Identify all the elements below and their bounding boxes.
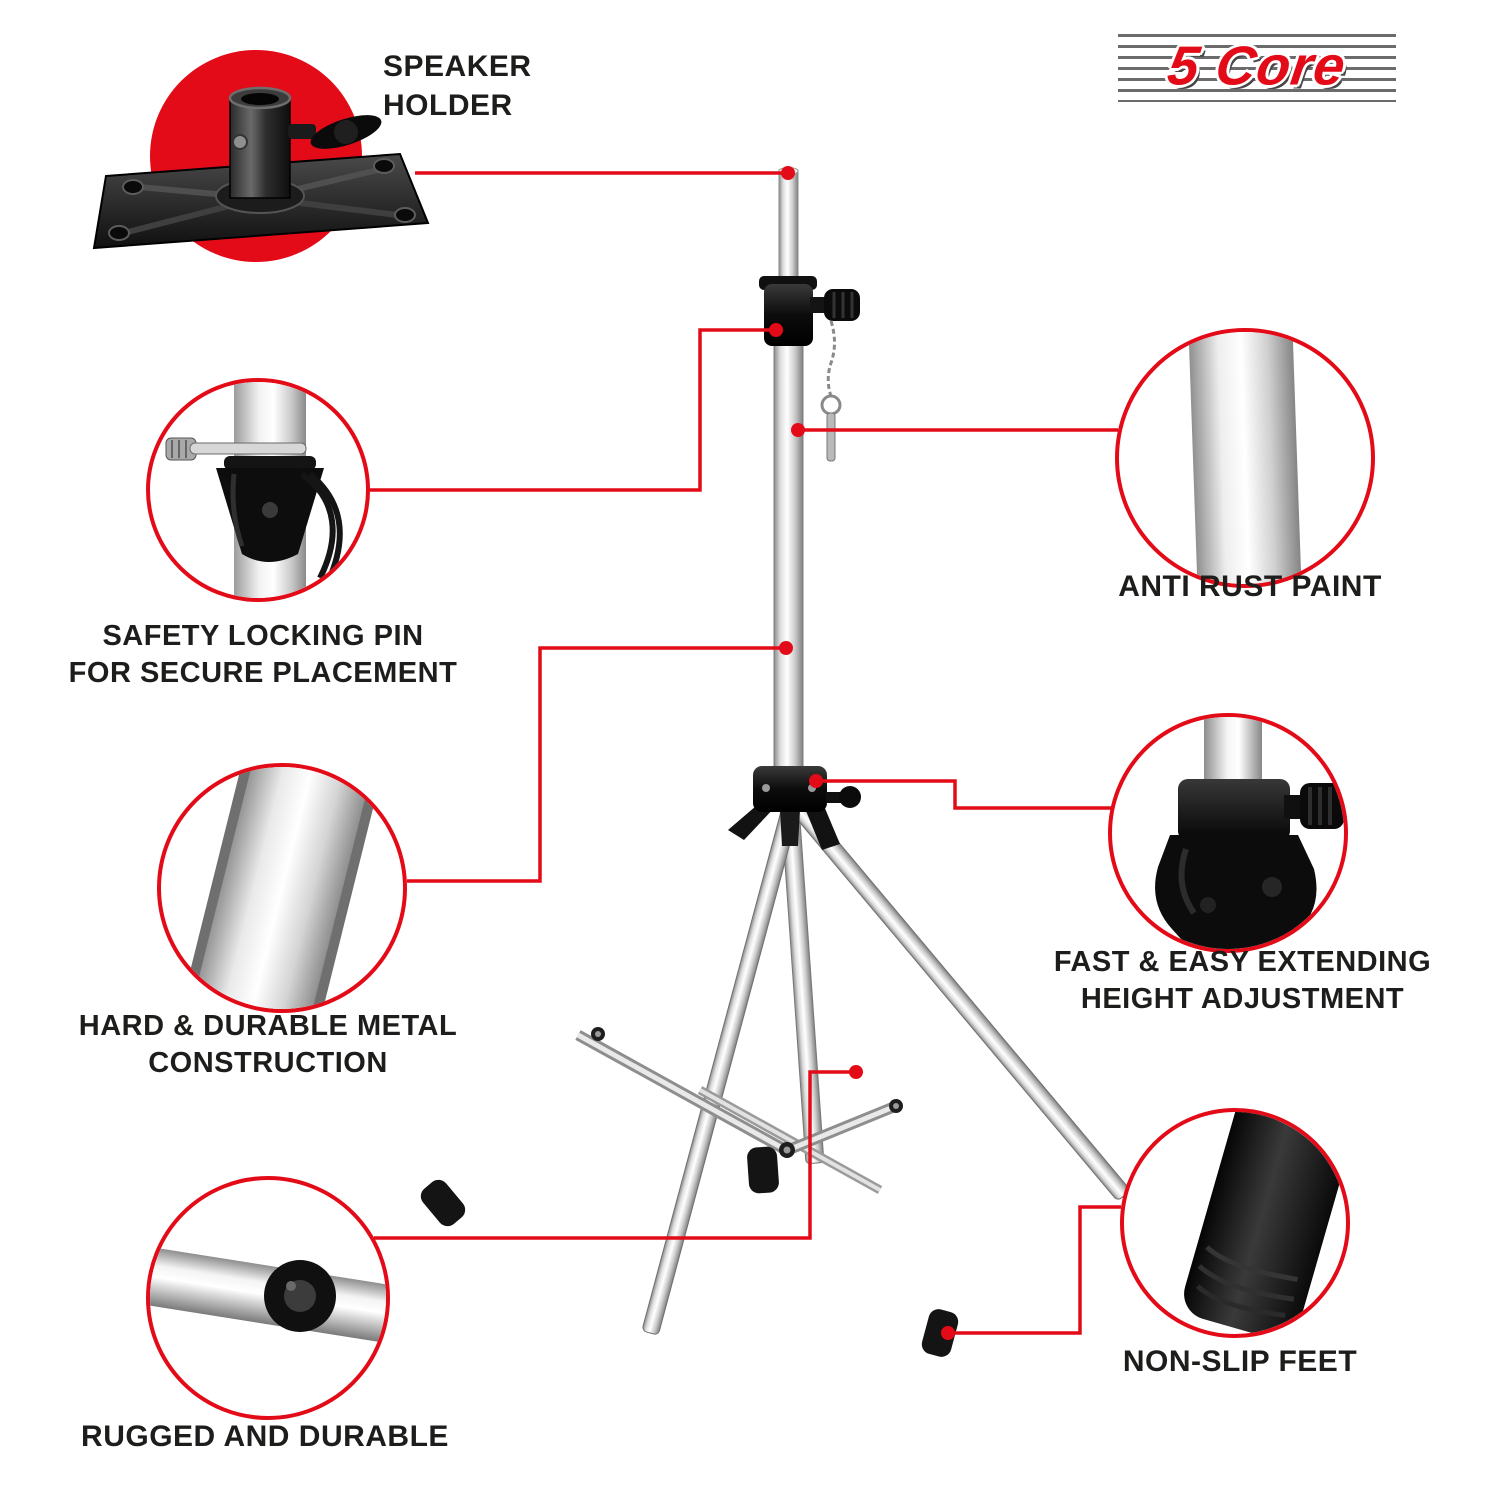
height-adjustment-label-line1: FAST & EASY EXTENDING: [1053, 946, 1432, 978]
safety-pin-label-line2: FOR SECURE PLACEMENT: [68, 657, 458, 689]
non-slip-feet-circle: [1120, 1108, 1350, 1338]
leader-dots: [769, 166, 955, 1340]
brand-logo: 5 Core: [1118, 28, 1396, 108]
non-slip-feet-image: [1184, 1112, 1346, 1334]
metal-construction-image: [176, 767, 388, 1009]
leader-rugged: [374, 1070, 851, 1240]
right-leg: [642, 788, 804, 1335]
height-adjustment-image: [1155, 717, 1344, 949]
speaker-holder-label: SPEAKER HOLDER: [383, 47, 532, 125]
brace-bolts: [591, 1027, 903, 1158]
speaker-holder-image: [92, 86, 430, 250]
safety-pin-chain: [820, 320, 842, 462]
metal-construction-label-line1: HARD & DURABLE METAL: [78, 1010, 458, 1042]
metal-construction-label-line2: CONSTRUCTION: [148, 1047, 388, 1079]
leader-safety-pin: [370, 328, 772, 492]
rugged-label-line1: RUGGED AND DURABLE: [81, 1420, 449, 1453]
tripod-collar: [728, 766, 861, 850]
leg-braces: [575, 1030, 899, 1194]
brand-logo-text: 5 Core: [1164, 34, 1350, 97]
safety-pin-image: [165, 382, 343, 598]
leader-metal: [407, 646, 780, 883]
height-clamp: [759, 276, 860, 346]
rugged-circle: [146, 1176, 390, 1420]
leader-height: [820, 779, 1111, 810]
non-slip-feet-label-line1: NON-SLIP FEET: [1122, 1345, 1358, 1378]
logo-stripes: [1118, 34, 1396, 102]
safety-pin-label-line1: SAFETY LOCKING PIN: [102, 620, 424, 652]
center-foot: [747, 1146, 779, 1194]
speaker-holder-label-line1: SPEAKER: [383, 50, 532, 83]
outer-tube: [773, 344, 804, 786]
metal-construction-label: HARD & DURABLE METAL CONSTRUCTION: [48, 1008, 488, 1082]
height-adjustment-label: FAST & EASY EXTENDING HEIGHT ADJUSTMENT: [1040, 944, 1445, 1018]
left-foot: [420, 1179, 466, 1227]
rugged-image: [150, 1243, 386, 1348]
safety-pin-label: SAFETY LOCKING PIN FOR SECURE PLACEMENT: [48, 618, 478, 692]
metal-construction-circle: [157, 763, 407, 1013]
leader-lines: [370, 171, 1121, 1335]
height-adjustment-circle: [1108, 713, 1348, 953]
anti-rust-label-line1: ANTI RUST PAINT: [1118, 570, 1382, 603]
rugged-label: RUGGED AND DURABLE: [40, 1417, 490, 1456]
stand: [420, 167, 1130, 1357]
anti-rust-image: [1188, 332, 1302, 584]
right-foot: [921, 1309, 959, 1357]
safety-pin-circle: [146, 378, 370, 602]
anti-rust-circle: [1115, 328, 1375, 588]
height-adjustment-label-line2: HEIGHT ADJUSTMENT: [1080, 983, 1405, 1015]
anti-rust-label: ANTI RUST PAINT: [1085, 567, 1415, 606]
non-slip-feet-label: NON-SLIP FEET: [1090, 1342, 1390, 1381]
speaker-holder-label-line2: HOLDER: [383, 89, 513, 122]
leader-feet: [953, 1205, 1121, 1335]
